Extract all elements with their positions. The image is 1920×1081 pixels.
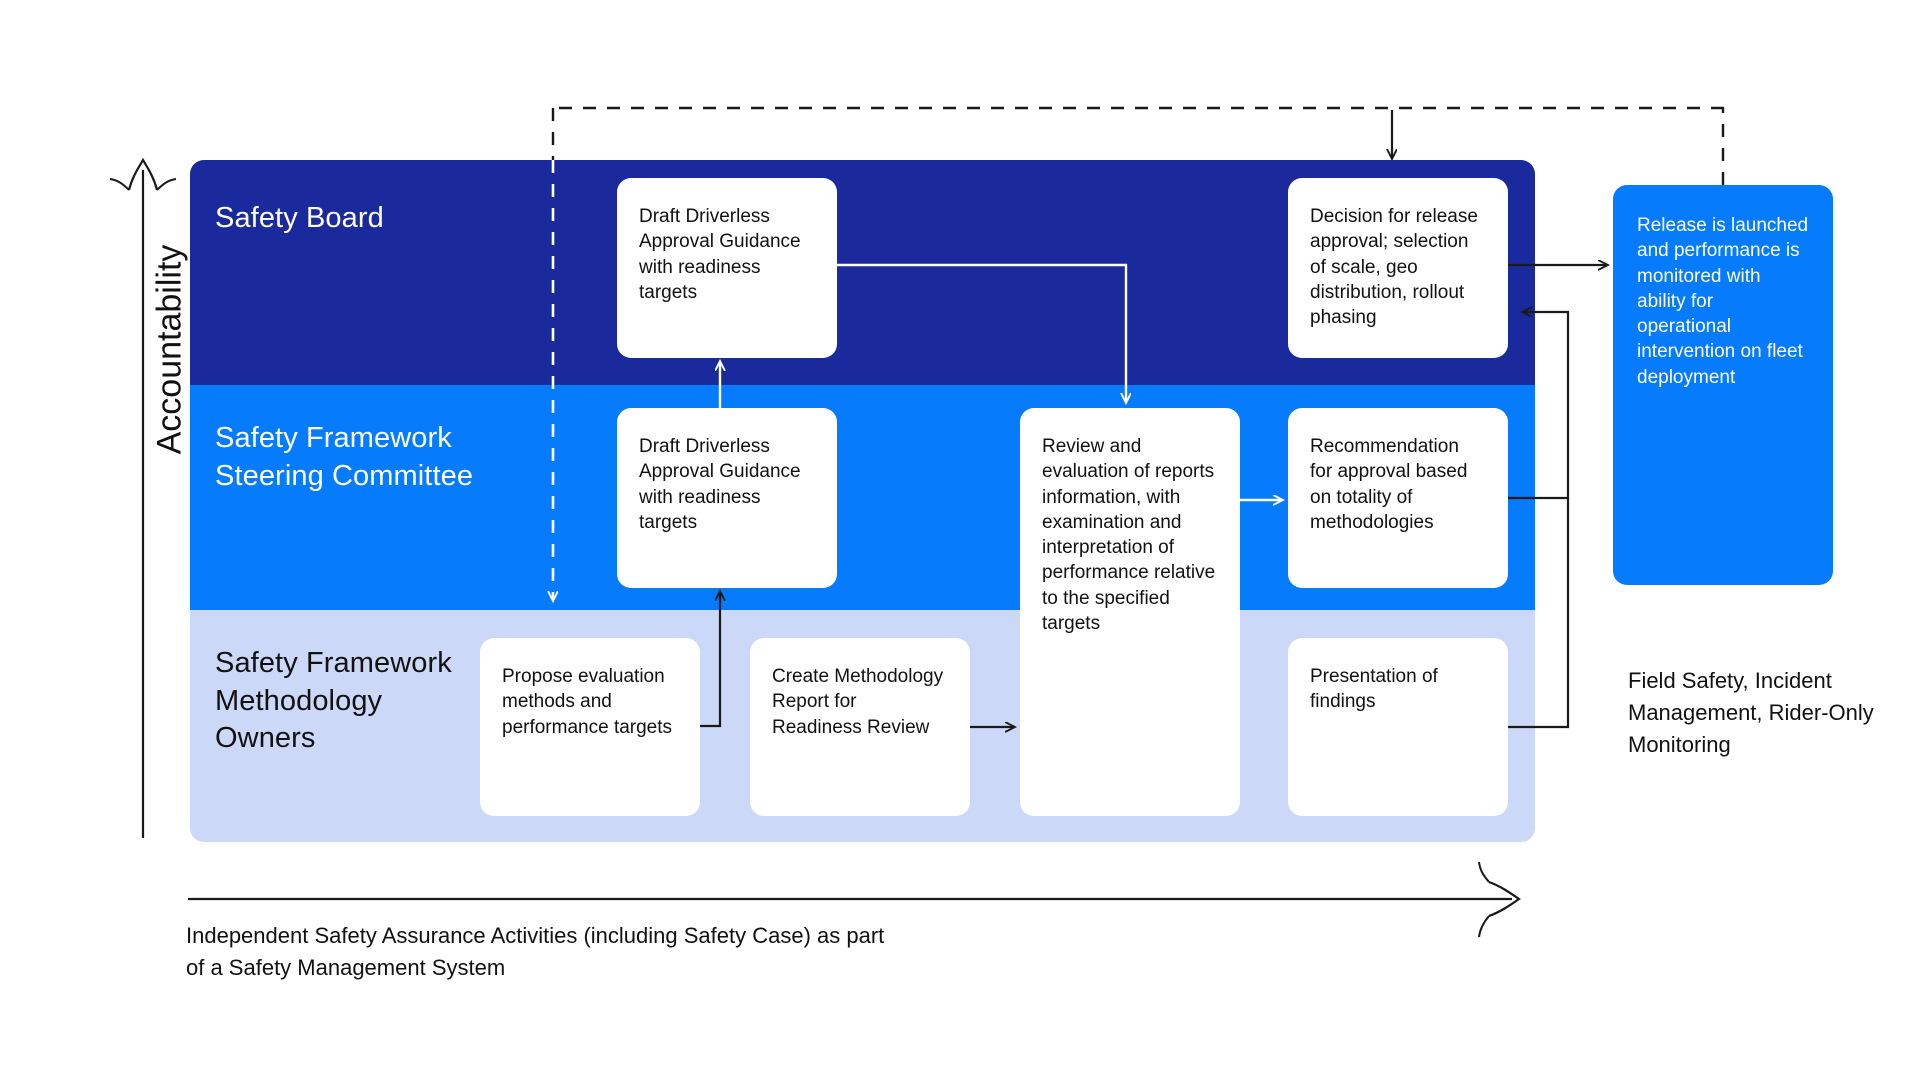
field-safety-note: Field Safety, Incident Management, Rider… xyxy=(1628,668,1874,757)
card-review-evaluation[interactable]: Review and evaluation of reports informa… xyxy=(1020,408,1240,816)
card-release-decision[interactable]: Decision for release approval; selection… xyxy=(1288,178,1508,358)
lane-label-safety-board: Safety Board xyxy=(215,202,384,234)
card-release-launched[interactable]: Release is launched and performance is m… xyxy=(1613,185,1833,585)
accountability-axis-label: Accountability xyxy=(150,244,189,455)
lane-label-methodology-owners: Safety Framework Methodology Owners xyxy=(215,647,452,755)
card-presentation-findings[interactable]: Presentation of findings xyxy=(1288,638,1508,816)
card-propose-methods[interactable]: Propose evaluation methods and performan… xyxy=(480,638,700,816)
card-create-report[interactable]: Create Methodology Report for Readiness … xyxy=(750,638,970,816)
card-recommendation[interactable]: Recommendation for approval based on tot… xyxy=(1288,408,1508,588)
bottom-axis-caption: Independent Safety Assurance Activities … xyxy=(186,923,885,980)
card-draft-guidance-board[interactable]: Draft Driverless Approval Guidance with … xyxy=(617,178,837,358)
card-draft-guidance-steering[interactable]: Draft Driverless Approval Guidance with … xyxy=(617,408,837,588)
lane-label-steering-committee: Safety Framework Steering Committee xyxy=(215,422,474,492)
